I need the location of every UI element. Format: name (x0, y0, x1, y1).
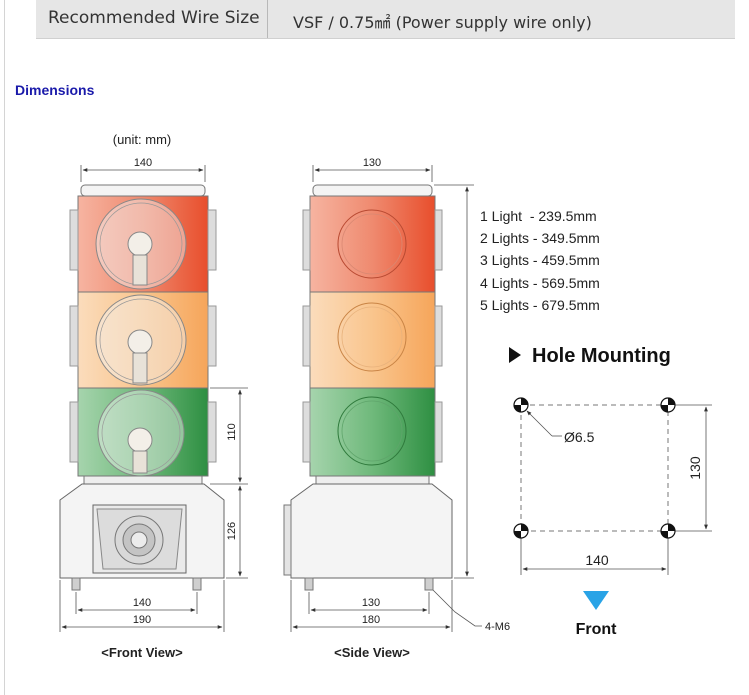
front-dim-foot-pitch: 140 (133, 597, 151, 609)
hole-diameter-label: Ø6.5 (564, 429, 595, 445)
mounting-hole-icon (513, 397, 529, 413)
heights-list: 1 Light - 239.5mm 2 Lights - 349.5mm 3 L… (480, 208, 600, 313)
side-cap (312, 184, 433, 197)
hole-pattern (520, 404, 712, 575)
height-item: 1 Light - 239.5mm (480, 208, 597, 224)
side-dim-top-width (312, 165, 433, 182)
front-neck (83, 475, 203, 485)
front-module-green (69, 387, 217, 477)
front-dim-module-height: 110 (226, 423, 238, 441)
front-dim-top-width (80, 165, 206, 182)
spec-divider (267, 0, 268, 38)
side-module-amber (302, 291, 443, 389)
height-item: 3 Lights - 459.5mm (480, 252, 600, 268)
front-view-caption: <Front View> (101, 645, 183, 660)
spec-row: Recommended Wire Size VSF / 0.75㎟ (Power… (36, 0, 735, 39)
front-base (59, 483, 225, 591)
front-dim-vertical (210, 387, 248, 579)
hole-dim-vertical: 130 (687, 456, 703, 480)
height-item: 4 Lights - 569.5mm (480, 275, 600, 291)
front-cap (80, 184, 206, 197)
height-item: 5 Lights - 679.5mm (480, 297, 600, 313)
hole-dim-horizontal: 140 (585, 552, 609, 568)
side-neck (315, 475, 430, 485)
spec-label: Recommended Wire Size (48, 8, 260, 28)
section-title: Dimensions (15, 82, 95, 98)
unit-note: (unit: mm) (113, 132, 172, 147)
side-module-red (302, 195, 443, 293)
spec-value: VSF / 0.75㎟ (Power supply wire only) (293, 13, 592, 32)
side-dim-bottom (290, 580, 482, 632)
side-dim-top-width-label: 130 (363, 157, 381, 169)
hole-mounting-title: Hole Mounting (532, 345, 671, 367)
mounting-hole-icon (513, 523, 529, 539)
side-base (283, 483, 453, 591)
front-dim-top-width-label: 140 (134, 157, 152, 169)
side-dim-base-width: 180 (362, 614, 380, 626)
height-item: 2 Lights - 349.5mm (480, 230, 600, 246)
bolt-label: 4-M6 (485, 621, 510, 633)
side-module-green (302, 387, 443, 477)
front-module-amber (69, 291, 217, 389)
side-dim-foot-pitch: 130 (362, 597, 380, 609)
front-dim-base-width: 190 (133, 614, 151, 626)
front-arrow-icon (583, 591, 609, 610)
front-dim-base-height: 126 (226, 522, 238, 540)
mounting-hole-icon (660, 523, 676, 539)
front-dim-bottom (59, 580, 225, 632)
page-frame-left (4, 0, 5, 695)
mounting-hole-icon (660, 397, 676, 413)
triangle-bullet-icon (509, 347, 521, 363)
front-module-red (69, 195, 217, 293)
side-dim-total-height (434, 184, 474, 579)
side-view-caption: <Side View> (334, 645, 410, 660)
front-label: Front (576, 621, 618, 638)
